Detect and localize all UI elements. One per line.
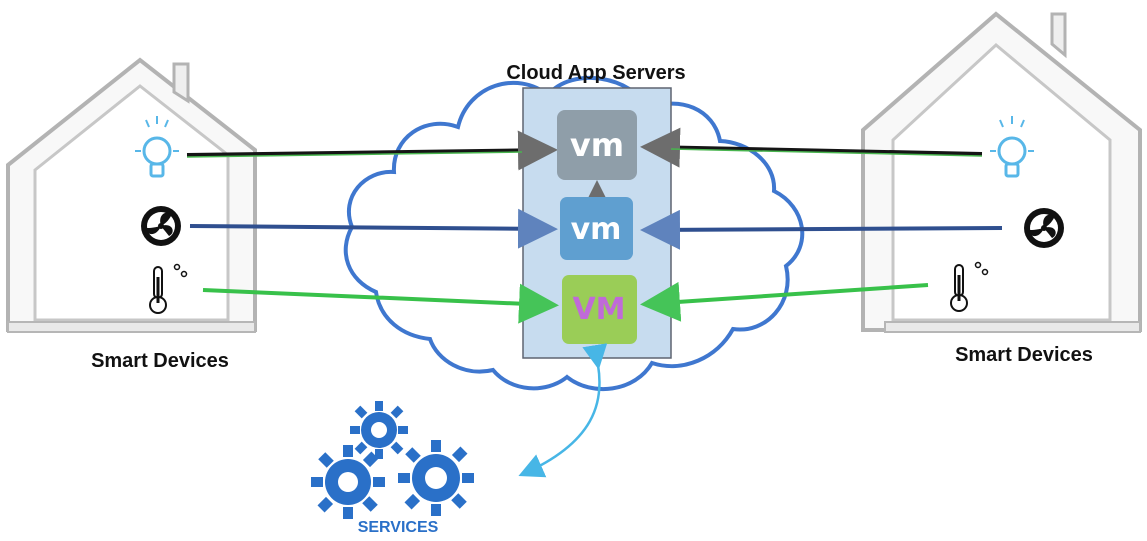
right-smart-devices-label: Smart Devices	[955, 344, 1093, 366]
server-vm-middle: vm	[560, 197, 633, 260]
services-gears-icon	[311, 401, 474, 519]
fan-icon	[141, 206, 181, 246]
services-label: SERVICES	[358, 519, 439, 536]
server-vm-bottom: VM	[562, 275, 637, 344]
left-devices	[135, 116, 188, 314]
left-smart-devices-label: Smart Devices	[91, 350, 229, 372]
right-devices	[950, 116, 1064, 312]
server-vm-top: vm	[557, 110, 637, 180]
thermometer-icon	[950, 261, 989, 312]
device-links	[186, 127, 1003, 324]
bulb-icon	[990, 116, 1034, 178]
left-house	[6, 57, 257, 333]
thermometer-icon	[149, 263, 188, 314]
services-link	[518, 343, 608, 478]
right-house	[861, 11, 1142, 333]
vm-middle-label: vm	[571, 212, 622, 247]
bulb-icon	[135, 116, 179, 178]
diagram-title: Cloud App Servers	[506, 62, 685, 84]
vm-top-label: vm	[570, 126, 624, 164]
fan-icon	[1024, 208, 1064, 248]
vm-bottom-label: VM	[572, 292, 625, 327]
